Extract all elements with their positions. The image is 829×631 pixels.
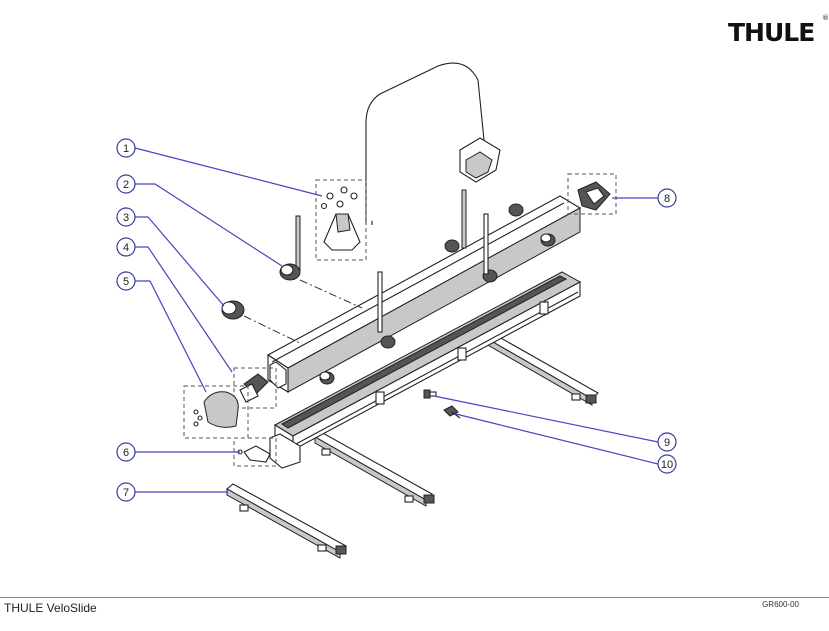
support-bar-right	[485, 332, 599, 406]
main-beam	[266, 195, 582, 393]
exploded-parts-diagram: 1 2 3 4 5 6 7 8 9 10	[116, 62, 677, 559]
beam-knobs	[319, 203, 556, 385]
item-10-part	[443, 405, 461, 419]
callout-6: 6	[116, 442, 136, 462]
svg-text:10: 10	[661, 459, 673, 471]
svg-text:8: 8	[664, 193, 670, 205]
callout-1: 1	[116, 138, 136, 158]
svg-text:3: 3	[123, 212, 129, 224]
svg-text:2: 2	[123, 179, 129, 191]
item-4-group-box	[233, 367, 277, 409]
item-1-group-box	[315, 179, 367, 261]
item-9-part	[423, 389, 437, 399]
svg-text:5: 5	[123, 276, 129, 288]
item-4-part	[239, 373, 269, 403]
support-bar-middle	[314, 431, 435, 507]
drawing-code: GR600-00	[762, 600, 799, 609]
item-8-group-box	[567, 173, 617, 215]
svg-text:4: 4	[123, 242, 129, 254]
callout-10: 10	[657, 454, 677, 474]
item-2-knob	[279, 263, 301, 281]
callout-7: 7	[116, 482, 136, 502]
callout-5: 5	[116, 271, 136, 291]
svg-text:1: 1	[123, 143, 129, 155]
svg-text:6: 6	[123, 447, 129, 459]
callout-4: 4	[116, 237, 136, 257]
support-bar-loose	[226, 483, 347, 559]
registered-mark: ®	[822, 14, 829, 22]
sliding-rail	[269, 271, 582, 469]
item-6-part	[237, 445, 271, 463]
vertical-posts	[295, 189, 489, 333]
svg-text:7: 7	[123, 487, 129, 499]
callout-8: 8	[657, 188, 677, 208]
item-1-bracket	[320, 186, 361, 251]
product-title: THULE VeloSlide	[4, 601, 97, 615]
leader-lines	[134, 147, 659, 493]
callout-3: 3	[116, 207, 136, 227]
item-5-end-cap	[193, 391, 239, 428]
item-5-group-box	[183, 385, 249, 439]
callout-9: 9	[657, 432, 677, 452]
thule-logo: THULE	[728, 18, 815, 47]
frame-holder-arch	[365, 62, 501, 225]
item-8-part	[577, 181, 611, 211]
svg-text:9: 9	[664, 437, 670, 449]
callout-2: 2	[116, 174, 136, 194]
item-3-knob	[221, 300, 245, 320]
footer-divider	[0, 597, 829, 598]
